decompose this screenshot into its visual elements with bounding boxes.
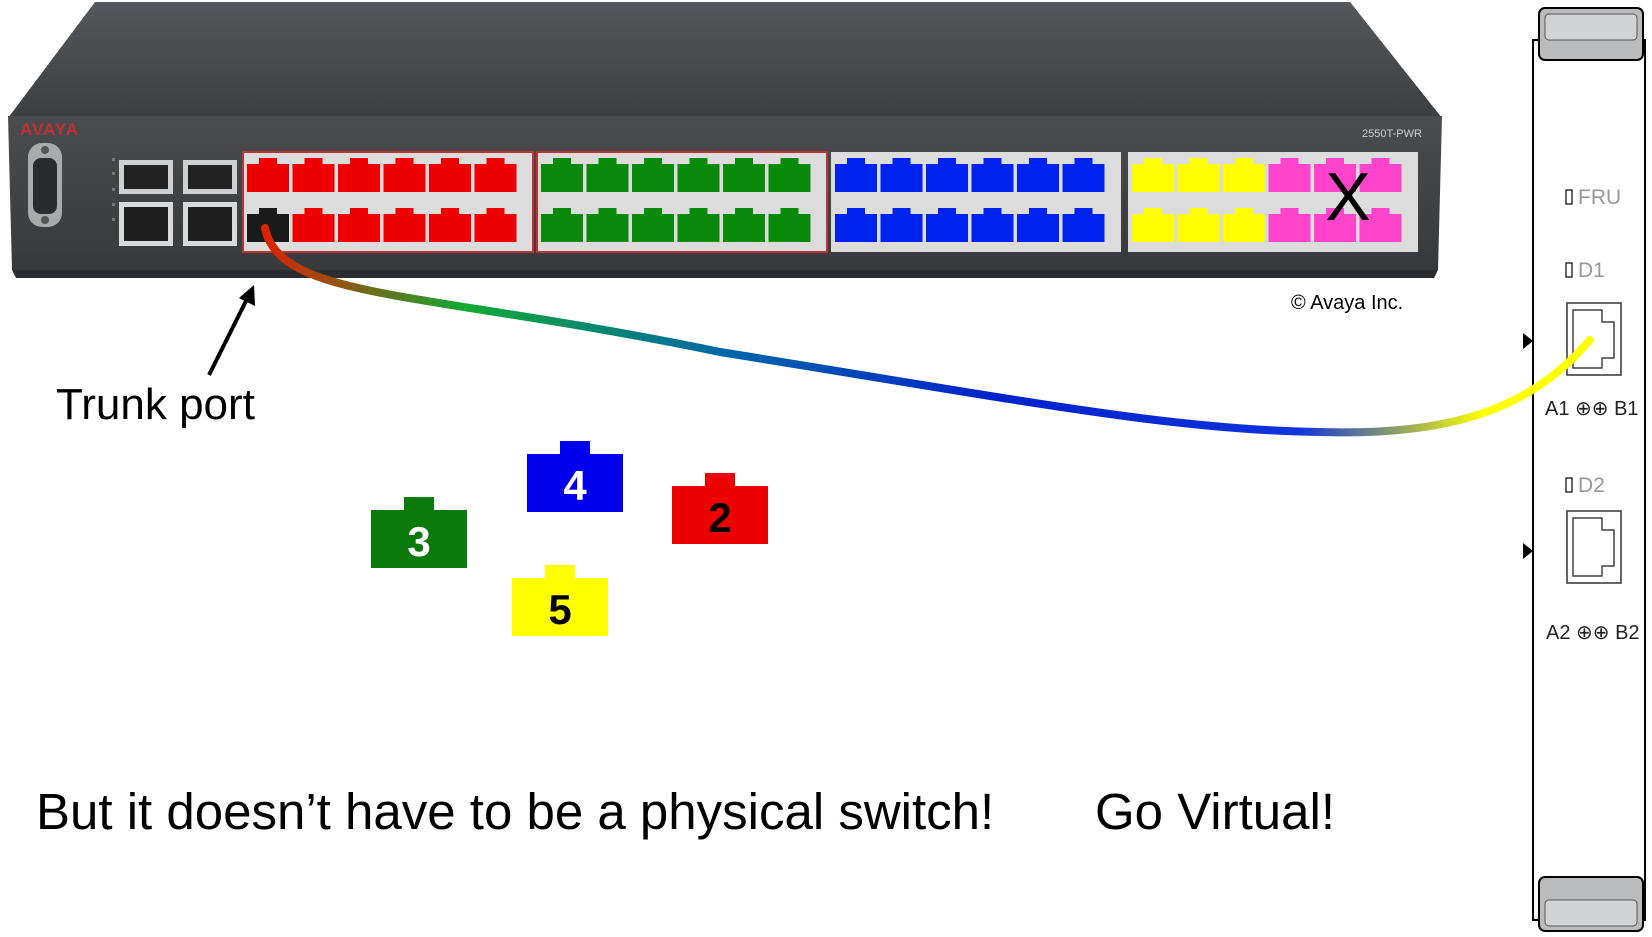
switch-port-8 — [383, 208, 426, 242]
switch-port-18 — [632, 208, 674, 242]
vlan-tag-4: 4 — [527, 441, 623, 512]
fru-label: FRU — [1578, 186, 1622, 209]
switch-port-21 — [723, 158, 765, 192]
switch-port-27 — [880, 158, 923, 192]
vlan-tags: 4 2 3 5 — [371, 441, 768, 636]
vlan-tag-2: 2 — [672, 473, 768, 544]
port1-label: A1 ⊕⊕ B1 — [1545, 398, 1639, 420]
trunk-cable — [261, 224, 1594, 437]
switch-port-13 — [541, 158, 583, 192]
blade-port-1 — [1566, 302, 1622, 376]
switch-port-37 — [1132, 158, 1174, 192]
switch-port-47 — [1359, 158, 1402, 192]
switch-port-9 — [429, 158, 471, 192]
switch-port-44 — [1268, 208, 1311, 242]
switch-port-12 — [474, 208, 517, 242]
go-virtual-caption: Go Virtual! — [1095, 783, 1336, 840]
switch-port-6 — [338, 208, 380, 242]
switch-port-33 — [1017, 158, 1059, 192]
vlan-tag-3: 3 — [371, 497, 467, 568]
network-switch: X — [8, 2, 1442, 278]
blade-port-2 — [1566, 510, 1622, 584]
switch-port-24 — [768, 208, 811, 242]
switch-port-30 — [926, 208, 968, 242]
switch-port-35 — [1062, 158, 1105, 192]
uplink-ports — [119, 160, 237, 246]
switch-port-36 — [1062, 208, 1105, 242]
switch-port-34 — [1017, 208, 1059, 242]
switch-port-5 — [338, 158, 380, 192]
port2-label: A2 ⊕⊕ B2 — [1546, 622, 1640, 644]
switch-brand-logo: AVAYA — [20, 120, 79, 139]
switch-port-20 — [677, 208, 720, 242]
switch-port-4 — [292, 208, 335, 242]
trunk-port-label: Trunk port — [56, 380, 255, 429]
switch-model-label: 2550T-PWR — [1362, 128, 1422, 140]
switch-port-22 — [723, 208, 765, 242]
switch-port-48 — [1359, 208, 1402, 242]
switch-port-11 — [474, 158, 517, 192]
copyright-notice: © Avaya Inc. — [1291, 292, 1404, 314]
switch-port-46 — [1314, 208, 1356, 242]
switch-port-31 — [971, 158, 1014, 192]
switch-port-1 — [247, 158, 289, 192]
switch-port-19 — [677, 158, 720, 192]
switch-port-39 — [1177, 158, 1220, 192]
blade-module — [1523, 7, 1646, 932]
switch-port-29 — [926, 158, 968, 192]
switch-port-38 — [1132, 208, 1174, 242]
vlan-tag-label: 5 — [548, 586, 571, 633]
vlan-tag-label: 3 — [407, 518, 430, 565]
d2-label: D2 — [1578, 474, 1605, 497]
vlan-tag-label: 4 — [563, 462, 587, 509]
switch-port-26 — [835, 208, 877, 242]
switch-port-25 — [835, 158, 877, 192]
switch-port-14 — [541, 208, 583, 242]
d1-label: D1 — [1578, 259, 1605, 282]
switch-port-40 — [1177, 208, 1220, 242]
trunk-arrow — [207, 285, 255, 376]
switch-port-42 — [1223, 208, 1265, 242]
switch-port-41 — [1223, 158, 1265, 192]
switch-ports — [247, 158, 1402, 242]
switch-port-7 — [383, 158, 426, 192]
switch-port-3 — [292, 158, 335, 192]
switch-port-32 — [971, 208, 1014, 242]
switch-port-28 — [880, 208, 923, 242]
switch-port-10 — [429, 208, 471, 242]
switch-port-43 — [1268, 158, 1311, 192]
bottom-caption: But it doesn’t have to be a physical swi… — [36, 783, 995, 840]
vlan-tag-5: 5 — [512, 565, 608, 636]
disabled-port-marker: X — [1325, 159, 1370, 235]
switch-port-2 — [247, 208, 289, 242]
switch-port-23 — [768, 158, 811, 192]
vlan-tag-label: 2 — [708, 494, 731, 541]
switch-port-45 — [1314, 158, 1356, 192]
switch-port-16 — [586, 208, 629, 242]
switch-port-17 — [632, 158, 674, 192]
switch-port-15 — [586, 158, 629, 192]
